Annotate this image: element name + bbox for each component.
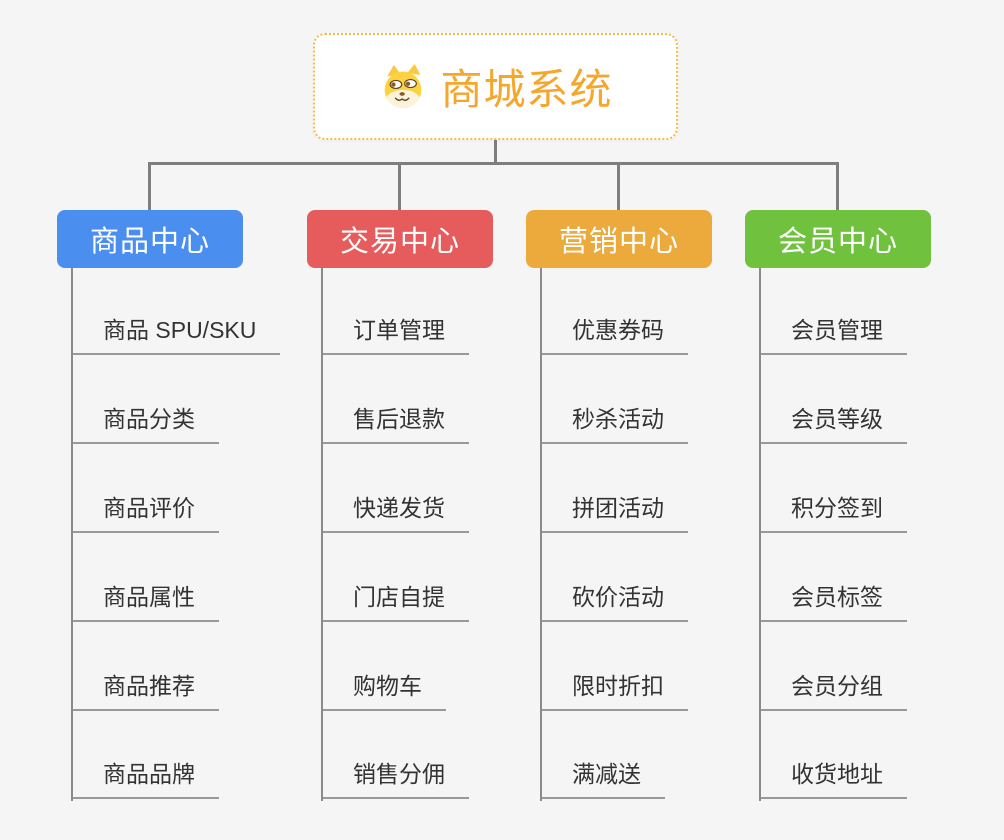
leaf-node[interactable]: 商品分类 xyxy=(73,404,219,444)
leaf-node[interactable]: 收货地址 xyxy=(761,759,907,799)
branch-label: 交易中心 xyxy=(339,226,460,258)
branch-node-marketing[interactable]: 营销中心 xyxy=(526,210,712,268)
leaf-node[interactable]: 积分签到 xyxy=(761,493,907,533)
leaf-node[interactable]: 会员分组 xyxy=(761,671,907,711)
branch-label: 会员中心 xyxy=(777,226,898,258)
leaf-node[interactable]: 购物车 xyxy=(323,671,446,711)
connector-root-trunk xyxy=(494,140,497,165)
branch-children-trade: 订单管理 售后退款 快递发货 门店自提 购物车 销售分佣 xyxy=(321,268,551,801)
doge-icon xyxy=(378,63,428,110)
branch-children-member: 会员管理 会员等级 积分签到 会员标签 会员分组 收货地址 xyxy=(759,268,989,801)
connector-drop-marketing xyxy=(617,162,620,210)
leaf-node[interactable]: 商品评价 xyxy=(73,493,219,533)
leaf-node[interactable]: 满减送 xyxy=(542,759,665,799)
leaf-node[interactable]: 订单管理 xyxy=(323,315,469,355)
branch-children-marketing: 优惠券码 秒杀活动 拼团活动 砍价活动 限时折扣 满减送 xyxy=(540,268,770,801)
connector-drop-trade xyxy=(398,162,401,210)
branch-children-product: 商品 SPU/SKU 商品分类 商品评价 商品属性 商品推荐 商品品牌 xyxy=(71,268,301,801)
leaf-node[interactable]: 快递发货 xyxy=(323,493,469,533)
leaf-node[interactable]: 商品属性 xyxy=(73,582,219,622)
connector-bus xyxy=(148,162,839,165)
leaf-node[interactable]: 销售分佣 xyxy=(323,759,469,799)
leaf-node[interactable]: 门店自提 xyxy=(323,582,469,622)
leaf-node[interactable]: 会员标签 xyxy=(761,582,907,622)
leaf-node[interactable]: 限时折扣 xyxy=(542,671,688,711)
branch-node-trade[interactable]: 交易中心 xyxy=(307,210,493,268)
leaf-node[interactable]: 砍价活动 xyxy=(542,582,688,622)
connector-drop-member xyxy=(836,162,839,210)
branch-label: 商品中心 xyxy=(89,226,210,258)
branch-label: 营销中心 xyxy=(558,226,679,258)
root-node[interactable]: 商城系统 xyxy=(313,33,678,140)
branch-node-product[interactable]: 商品中心 xyxy=(57,210,243,268)
leaf-node[interactable]: 秒杀活动 xyxy=(542,404,688,444)
leaf-node[interactable]: 商品 SPU/SKU xyxy=(73,315,281,355)
leaf-node[interactable]: 商品品牌 xyxy=(73,759,219,799)
branch-node-member[interactable]: 会员中心 xyxy=(745,210,931,268)
root-title: 商城系统 xyxy=(440,66,613,113)
leaf-node[interactable]: 会员等级 xyxy=(761,404,907,444)
connector-drop-product xyxy=(148,162,151,210)
leaf-node[interactable]: 商品推荐 xyxy=(73,671,219,711)
leaf-node[interactable]: 会员管理 xyxy=(761,315,907,355)
leaf-node[interactable]: 售后退款 xyxy=(323,404,469,444)
leaf-node[interactable]: 优惠券码 xyxy=(542,315,688,355)
leaf-node[interactable]: 拼团活动 xyxy=(542,493,688,533)
